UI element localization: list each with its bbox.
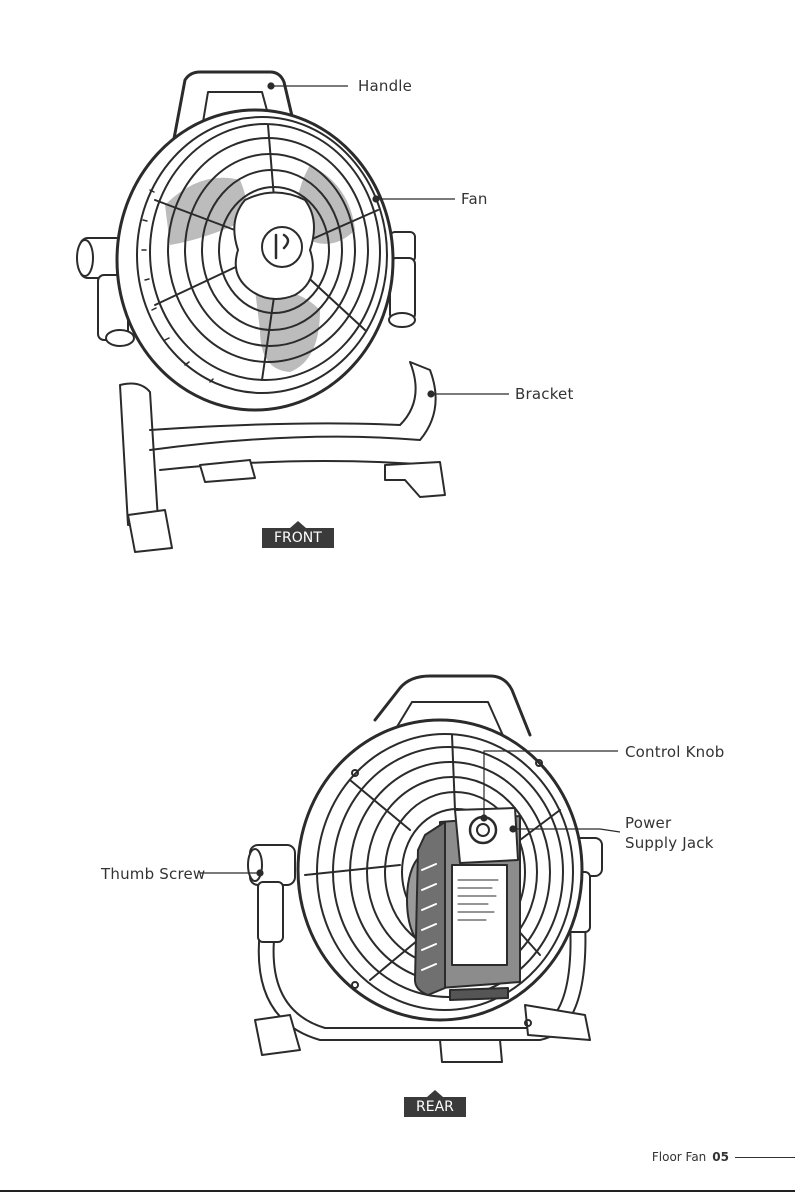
front-view-diagram: Handle Fan Bracket FRONT xyxy=(0,0,795,580)
footer-rule xyxy=(735,1157,795,1158)
thumb-screw-label: Thumb Screw xyxy=(101,864,205,884)
handle-label: Handle xyxy=(358,76,412,96)
control-knob-label: Control Knob xyxy=(625,742,724,762)
footer-title: Floor Fan xyxy=(652,1150,706,1164)
rear-view-diagram: Control Knob Power Supply Jack Thumb Scr… xyxy=(0,610,795,1130)
fan-label: Fan xyxy=(461,189,488,209)
bracket-label: Bracket xyxy=(515,384,574,404)
front-bracket xyxy=(120,384,158,525)
page-number: 05 xyxy=(712,1150,729,1164)
page-footer: Floor Fan 05 xyxy=(652,1150,795,1164)
power-supply-jack-label: Power Supply Jack xyxy=(625,813,714,853)
rear-view-tag: REAR xyxy=(404,1097,466,1117)
front-view-tag: FRONT xyxy=(262,528,334,548)
